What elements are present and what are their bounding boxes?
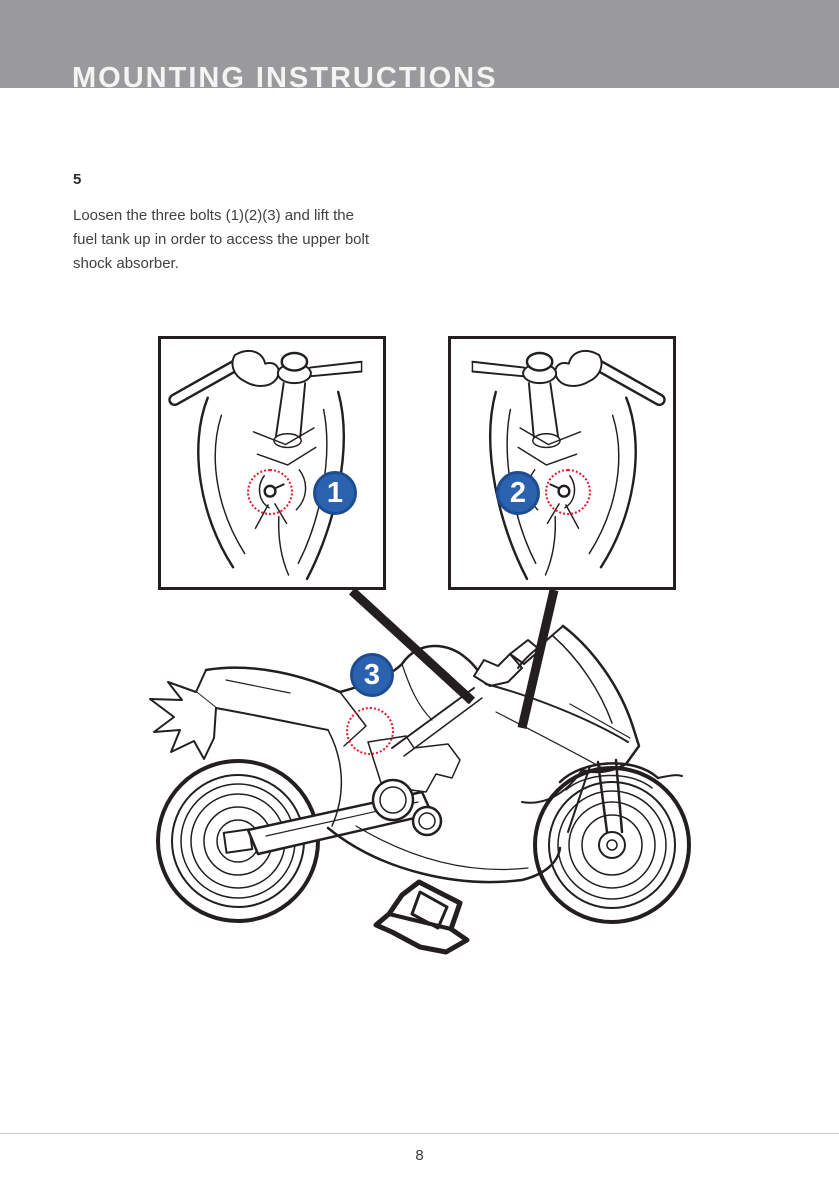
bolt-highlight-circle-2: [545, 469, 591, 515]
detail-box-bolt-2: [448, 336, 676, 590]
tail-section: [149, 666, 367, 760]
instruction-line: fuel tank up in order to access the uppe…: [73, 231, 370, 248]
front-fork-and-fender: [558, 758, 683, 834]
step-number: 5: [73, 171, 82, 188]
page-number: 8: [415, 1147, 424, 1164]
instruction-line: Loosen the three bolts (1)(2)(3) and lif…: [73, 207, 354, 224]
belly-pan: [326, 825, 562, 884]
front-fairing: [485, 624, 641, 833]
footer-rule: [0, 1133, 839, 1134]
bolt-highlight-circle-1: [247, 469, 293, 515]
front-wheel: [533, 766, 691, 924]
page-title: MOUNTING INSTRUCTIONS: [72, 62, 498, 94]
detail-box-bolt-1: [158, 336, 386, 590]
callout-badge-3: 3: [350, 653, 394, 697]
scissor-jack: [373, 879, 470, 955]
motorcycle-side-view-figure: [149, 587, 691, 955]
bolt-highlight-circle-3: [346, 707, 394, 755]
instruction-text: Loosen the three bolts (1)(2)(3) and lif…: [73, 204, 369, 276]
header-band: [0, 0, 839, 88]
steering-head-detail-right-figure: [471, 349, 666, 581]
callout-badge-1: 1: [313, 471, 357, 515]
engine: [367, 735, 461, 837]
leader-line-2: [517, 588, 559, 730]
instruction-line: shock absorber.: [73, 255, 179, 272]
steering-head-detail-left-figure: [168, 349, 363, 581]
leader-line-1: [348, 587, 476, 705]
callout-badge-2: 2: [496, 471, 540, 515]
